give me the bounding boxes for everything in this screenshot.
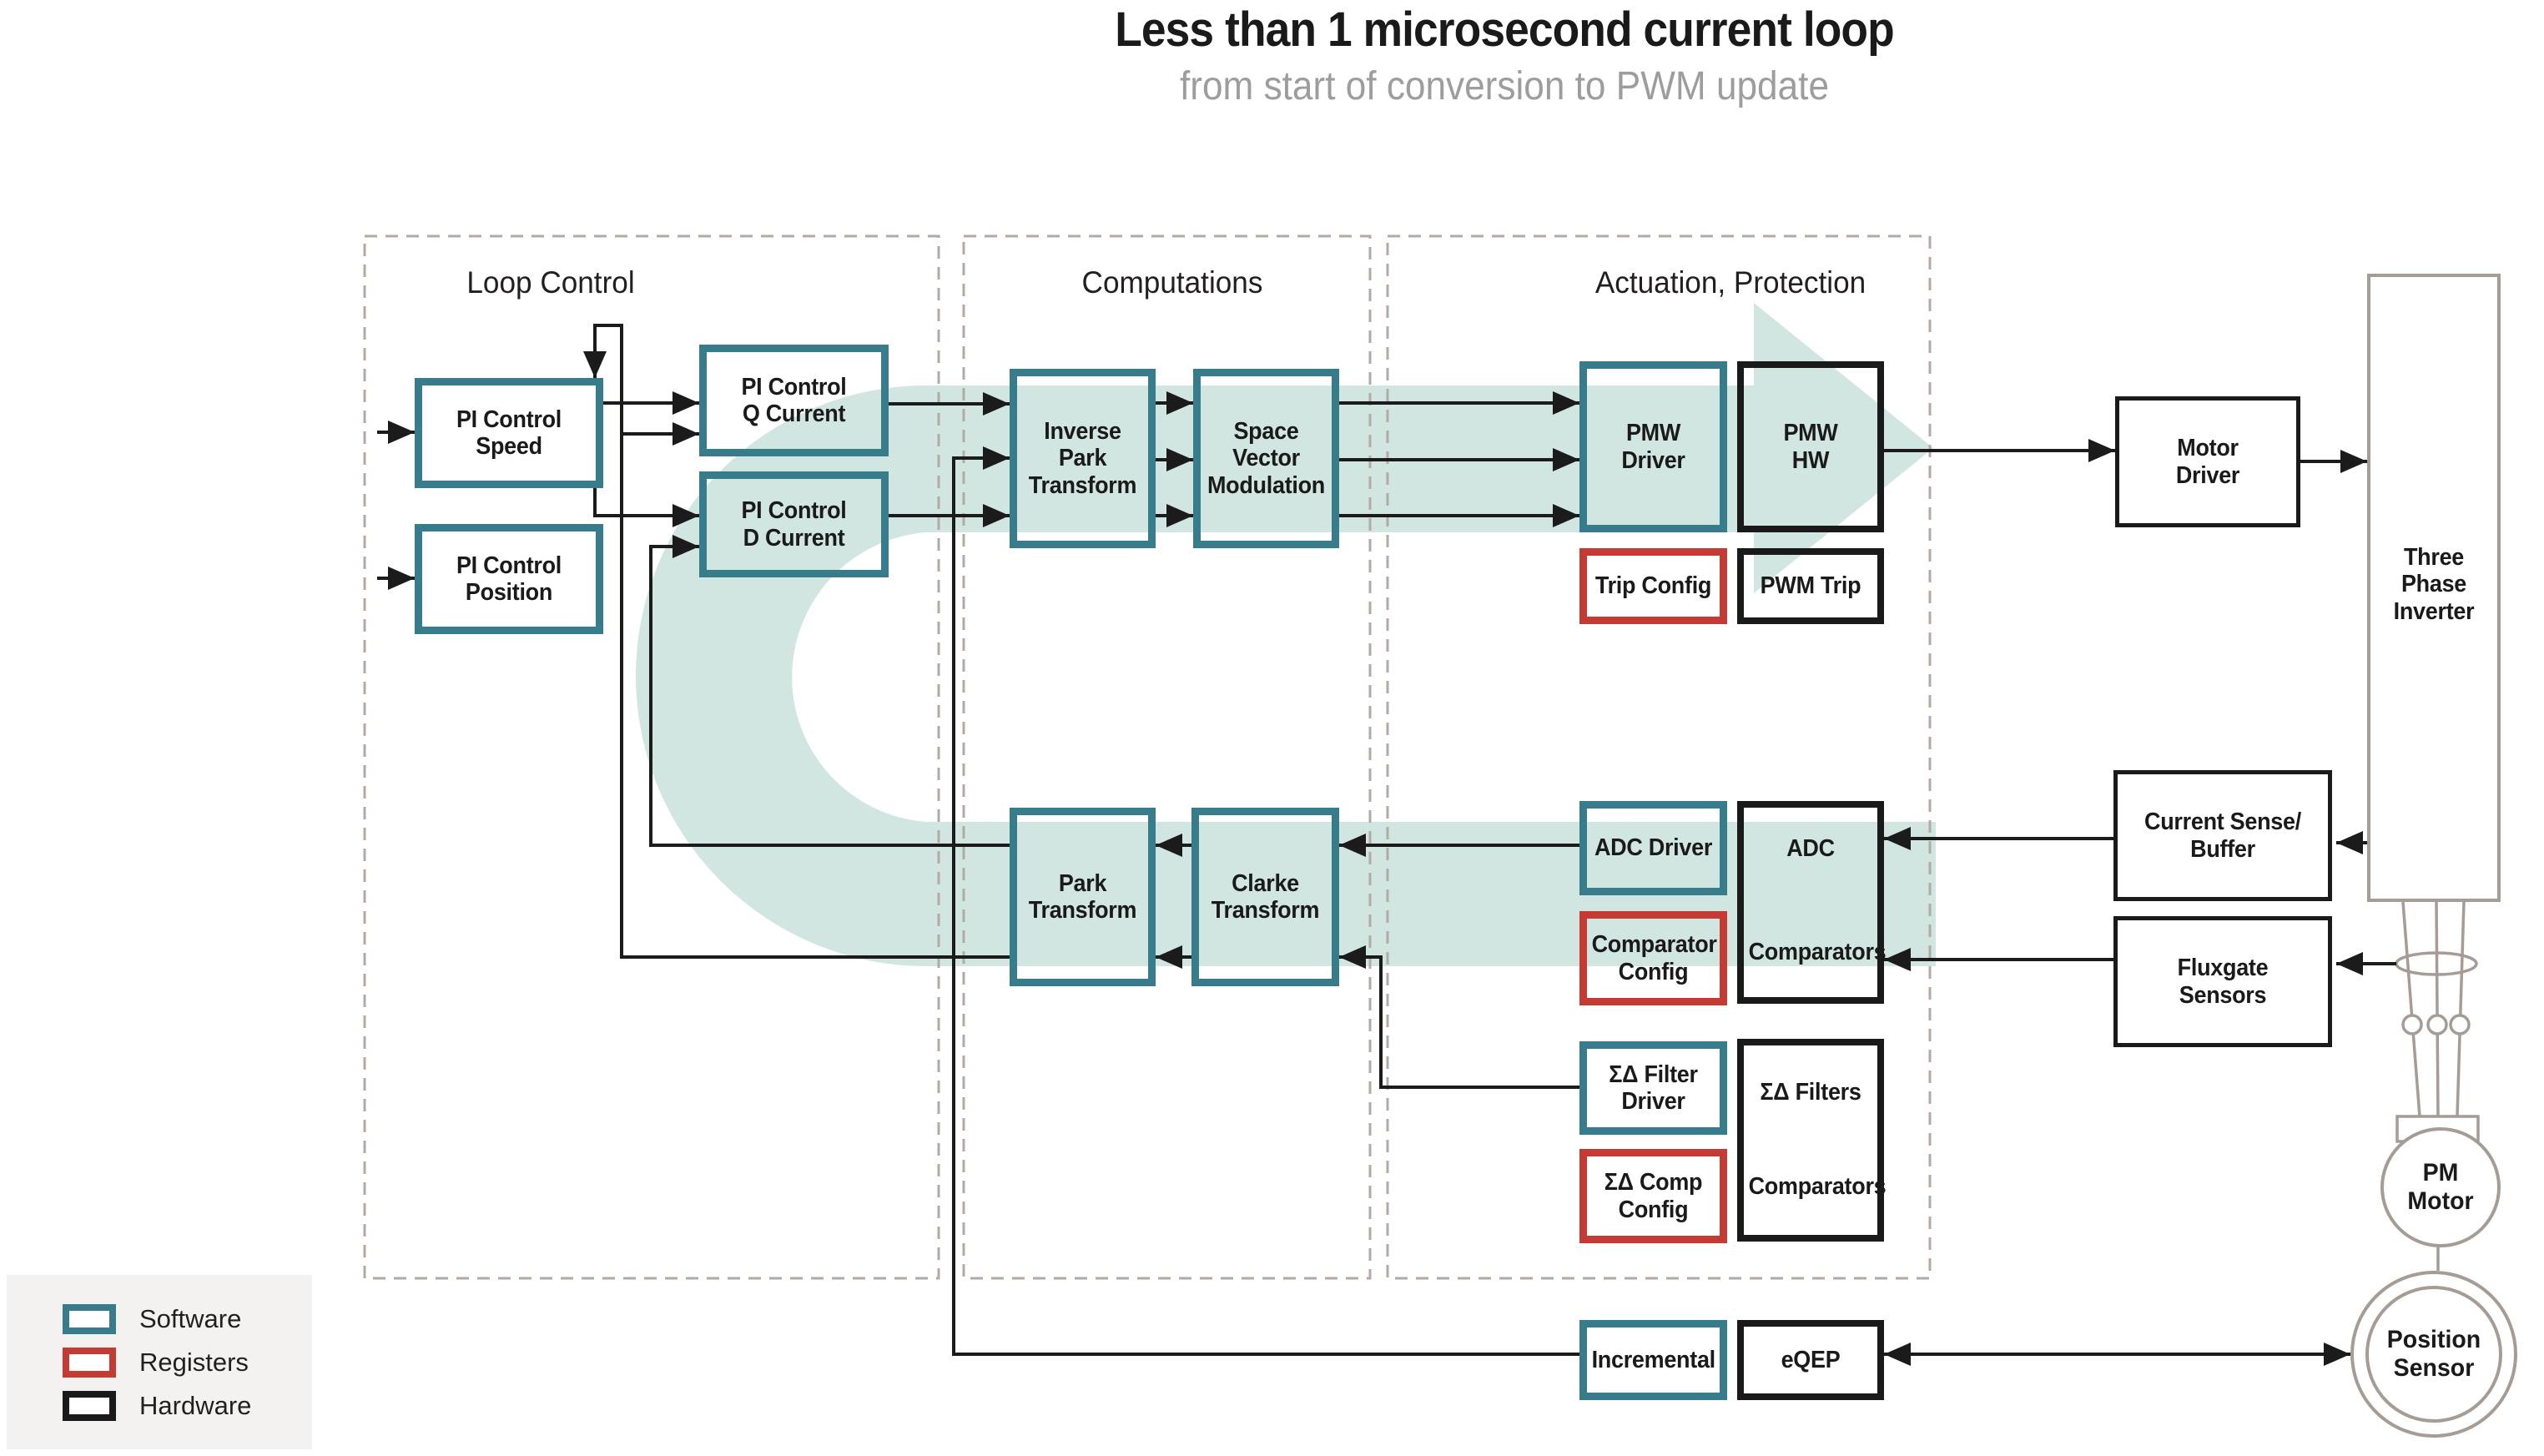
- legend-item-registers: Registers: [63, 1347, 312, 1378]
- block-label: PI Control Q Current: [741, 373, 847, 427]
- section-title-actuation: Actuation, Protection: [1594, 265, 1866, 300]
- block-pmw-driver: PMW Driver: [1579, 361, 1727, 532]
- block-label: Incremental: [1591, 1346, 1716, 1373]
- legend-label: Software: [139, 1303, 242, 1333]
- block-label: Inverse Park Transform: [1028, 417, 1137, 499]
- block-label: Position Sensor: [2386, 1326, 2481, 1382]
- park-feedback-to-dcurrent: [649, 535, 1010, 847]
- block-label: Space Vector Modulation: [1207, 417, 1326, 499]
- sddriver-to-clarke: [1339, 945, 1579, 1089]
- legend-label: Hardware: [139, 1390, 252, 1420]
- block-trip-config: Trip Config: [1579, 548, 1727, 624]
- block-label: Motor Driver: [2175, 435, 2240, 489]
- block-sigma-delta-filters-comparators: ΣΔ Filters Comparators: [1737, 1039, 1887, 1242]
- block-label: Current Sense/ Buffer: [2144, 809, 2301, 863]
- block-eqep: eQEP: [1737, 1320, 1884, 1400]
- pm-motor: PM Motor: [2380, 1127, 2501, 1247]
- incremental-angle-to-inversepark: [952, 446, 1579, 1356]
- block-label: Park Transform: [1028, 869, 1137, 924]
- block-fluxgate-sensors: Fluxgate Sensors: [2113, 916, 2332, 1047]
- block-label: PMW HW: [1783, 420, 1838, 474]
- block-label-sd-filters: ΣΔ Filters: [1760, 1079, 1861, 1106]
- block-motor-driver: Motor Driver: [2115, 396, 2300, 527]
- flow-arrowhead-triangle: [1754, 303, 1933, 593]
- block-label: PI Control D Current: [741, 497, 847, 552]
- current-sense-node: [2449, 1014, 2471, 1035]
- block-label-comparators: Comparators: [1748, 1172, 1887, 1200]
- page-title: Less than 1 microsecond current loop: [1115, 3, 1894, 57]
- block-label-comparators: Comparators: [1748, 938, 1887, 965]
- block-label: PM Motor: [2407, 1159, 2474, 1215]
- speed-to-dcurrent: [593, 488, 699, 527]
- block-label: Clarke Transform: [1211, 869, 1320, 924]
- block-park-transform: Park Transform: [1010, 808, 1156, 986]
- block-three-phase-inverter: Three Phase Inverter: [2367, 274, 2501, 902]
- section-title-computations: Computations: [1081, 265, 1263, 300]
- block-pi-control-q-current: PI Control Q Current: [699, 345, 889, 456]
- current-sense-node: [2426, 1014, 2448, 1035]
- software-swatch-icon: [63, 1303, 116, 1334]
- legend-item-software: Software: [63, 1303, 312, 1334]
- block-label: PI Control Speed: [456, 406, 562, 460]
- section-border-computations: [962, 234, 1372, 1280]
- block-pmw-hw: PMW HW: [1737, 361, 1884, 532]
- block-pwm-trip: PWM Trip: [1737, 548, 1884, 624]
- block-inverse-park-transform: Inverse Park Transform: [1010, 369, 1156, 548]
- block-label: ΣΔ Comp Config: [1604, 1169, 1703, 1223]
- block-label: Trip Config: [1594, 572, 1712, 600]
- block-incremental: Incremental: [1579, 1320, 1727, 1400]
- block-sigma-delta-comp-config: ΣΔ Comp Config: [1579, 1149, 1727, 1243]
- block-label: PI Control Position: [456, 552, 562, 606]
- position-sensor-inner-ring: [2365, 1286, 2502, 1423]
- block-label: Three Phase Inverter: [2393, 544, 2475, 625]
- hardware-swatch-icon: [63, 1390, 116, 1421]
- block-label: ADC Driver: [1594, 834, 1713, 862]
- section-border-actuation: [1386, 234, 1932, 1280]
- block-label: PWM Trip: [1760, 572, 1861, 600]
- block-current-sense-buffer: Current Sense/ Buffer: [2113, 770, 2332, 901]
- section-title-loop-control: Loop Control: [466, 265, 635, 300]
- block-pi-control-position: PI Control Position: [415, 524, 603, 634]
- current-sense-node: [2401, 1014, 2423, 1035]
- legend: Software Registers Hardware: [7, 1275, 312, 1449]
- block-comparator-config: Comparator Config: [1579, 911, 1727, 1005]
- park-feedback-to-speed: [583, 324, 1010, 959]
- block-adc-comparators: ADC Comparators: [1737, 801, 1887, 1004]
- block-label-adc: ADC: [1786, 835, 1835, 862]
- block-adc-driver: ADC Driver: [1579, 801, 1727, 895]
- block-label: Fluxgate Sensors: [2177, 955, 2269, 1009]
- block-label: PMW Driver: [1621, 420, 1685, 474]
- block-clarke-transform: Clarke Transform: [1191, 808, 1339, 986]
- block-pi-control-d-current: PI Control D Current: [699, 471, 889, 577]
- registers-swatch-icon: [63, 1347, 116, 1378]
- block-label: Comparator Config: [1591, 931, 1717, 985]
- block-label: ΣΔ Filter Driver: [1609, 1061, 1698, 1115]
- block-label: eQEP: [1781, 1346, 1841, 1373]
- position-sensor: Position Sensor: [2350, 1271, 2517, 1438]
- section-border-loop-control: [363, 234, 940, 1280]
- block-space-vector-modulation: Space Vector Modulation: [1193, 369, 1339, 548]
- legend-item-hardware: Hardware: [63, 1390, 312, 1421]
- block-pi-control-speed: PI Control Speed: [415, 378, 603, 488]
- inverter-phase-wires: [2401, 901, 2466, 1117]
- legend-label: Registers: [139, 1347, 249, 1377]
- page-subtitle: from start of conversion to PWM update: [1179, 64, 1830, 108]
- block-sigma-delta-filter-driver: ΣΔ Filter Driver: [1579, 1041, 1727, 1135]
